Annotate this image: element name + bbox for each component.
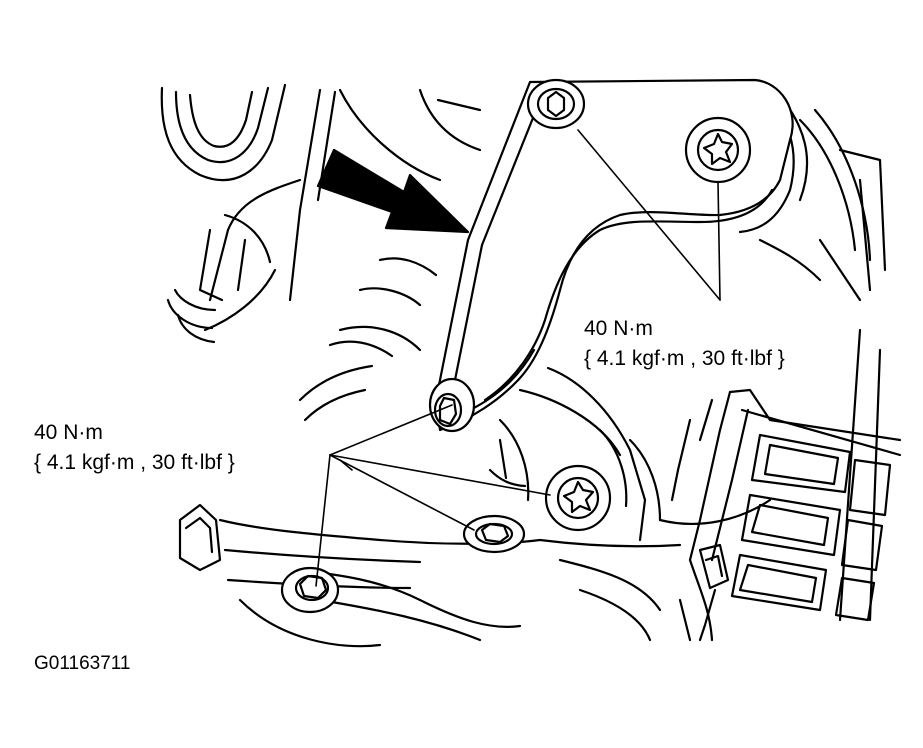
torque-callout-lower-left: 40 N·m { 4.1 kgf·m , 30 ft·lbf } — [34, 418, 235, 478]
hex-bolt-icon — [462, 514, 526, 554]
torque-conversion: { 4.1 kgf·m , 30 ft·lbf } — [34, 451, 235, 474]
torque-value: 40 N·m — [34, 421, 103, 444]
torque-conversion: { 4.1 kgf·m , 30 ft·lbf } — [584, 347, 785, 370]
direction-arrow-icon — [316, 148, 470, 234]
right-grid-structure — [670, 388, 902, 622]
torx-bolt-icon — [544, 464, 612, 532]
leader-lines — [315, 129, 721, 587]
torx-bolt-icon — [684, 116, 752, 184]
torque-value: 40 N·m — [584, 317, 653, 340]
torque-callout-upper-right: 40 N·m { 4.1 kgf·m , 30 ft·lbf } — [584, 314, 785, 374]
torx-bolt-icon — [526, 78, 586, 130]
figure-id: G01163711 — [34, 653, 131, 674]
hex-bolt-icon — [280, 566, 340, 614]
lower-engine-block — [178, 503, 730, 648]
